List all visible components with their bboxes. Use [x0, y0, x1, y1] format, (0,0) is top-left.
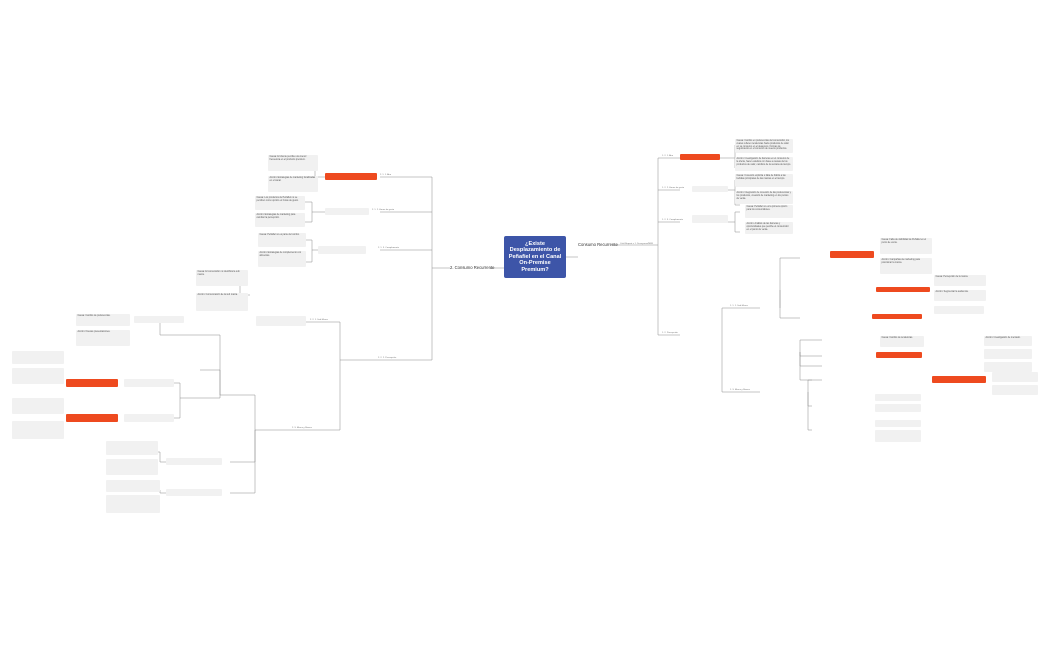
left-note-6b: Acción: Nuevas presentaciones.: [76, 330, 130, 346]
right-note-2a: Causa: Conexión explícita o falta de háb…: [735, 174, 793, 187]
right-note-6d: [984, 362, 1032, 372]
central-topic[interactable]: ¿Existe Desplazamiento de Peñafiel en el…: [504, 236, 566, 278]
left-item-2-label: 2. 1. 2. Horas de gusto: [372, 209, 395, 211]
right-note-2b: Acción: Integración de conexión de las p…: [735, 191, 793, 204]
left-node-2[interactable]: [325, 208, 369, 215]
left-note-7a: [12, 351, 64, 364]
right-note-4a: Causa: Falta de visibilidad de Peñafiel …: [880, 238, 932, 254]
left-branch-label[interactable]: 2. Consumo Recurrente: [450, 265, 495, 270]
right-item-5-label: 1. 2. Percepción: [662, 332, 678, 334]
left-item-1-label: 2. 1. 1. Aho: [380, 174, 392, 176]
right-note-3a: Causa: Peñafiel no es la primera opción …: [745, 205, 793, 218]
right-item-1-label: 1. 2. 1. Aho: [662, 155, 674, 157]
right-highlight-node-1[interactable]: [680, 154, 720, 160]
left-highlight-node-3[interactable]: [66, 414, 118, 422]
left-node-4[interactable]: [256, 316, 306, 326]
right-note-7a: [875, 394, 921, 401]
left-note-7b: [12, 368, 64, 384]
right-note-5c: [934, 306, 984, 314]
left-highlight-node-1[interactable]: [325, 173, 377, 180]
right-item-6-label: 1. 3. Marca y Bienes: [730, 389, 750, 391]
right-branch-label[interactable]: Consumo Recurrente: [578, 242, 618, 247]
left-note-9a: [106, 441, 158, 455]
left-node-6[interactable]: [134, 316, 184, 323]
right-node-3[interactable]: [692, 215, 728, 223]
right-note-1a: Causa: Cambio en preferencias del consum…: [735, 139, 793, 153]
left-node-9[interactable]: [166, 458, 222, 465]
right-note-5a: Causa: Percepción de la marca.: [934, 275, 986, 286]
right-highlight-node-4[interactable]: [872, 314, 922, 319]
right-node-2[interactable]: [692, 186, 728, 192]
left-note-9b: [106, 459, 158, 475]
left-highlight-node-2[interactable]: [66, 379, 118, 387]
left-node-10[interactable]: [166, 489, 222, 496]
right-note-7b: [875, 404, 921, 412]
right-item-4-label: 1. 1. 1. Sub Marca: [730, 305, 748, 307]
left-note-6a: Causa: Cambio de preferencias.: [76, 314, 130, 326]
right-highlight-node-6[interactable]: [932, 376, 986, 383]
left-note-10b: [106, 495, 160, 513]
left-note-2a: Causa: Los productos de Peñafiel no se p…: [255, 196, 305, 210]
right-note-1b: Acción: Investigación de barreras en el …: [735, 157, 793, 171]
left-item-3-label: 2. 1. 3. Complemento: [378, 247, 399, 249]
right-note-4b: Acción: Campañas de marketing para posic…: [880, 258, 932, 274]
left-note-4a: Causa: El consumidor no identifica la su…: [196, 270, 248, 286]
left-note-1b: Acción: Estrategias de marketing focaliz…: [268, 176, 318, 192]
left-note-10a: [106, 480, 160, 492]
left-note-2b: Acción: Estrategias de marketing para ca…: [255, 213, 305, 227]
left-item-4-label: 2. 2. 1. Sub Marca: [310, 319, 328, 321]
left-node-3[interactable]: [318, 246, 366, 254]
left-note-3a: Causa: Peñafiel no es parte del combo.: [258, 233, 306, 247]
right-note-6a: Causa: Cambio de tendencias.: [880, 336, 924, 347]
right-highlight-node-3[interactable]: [876, 287, 930, 292]
right-note-6f: [992, 385, 1038, 395]
left-note-1a: Causa: El cliente percibe una menor frec…: [268, 155, 318, 171]
right-note-6c: [984, 349, 1032, 359]
left-note-3b: Acción: Estrategias de complemento con a…: [258, 251, 306, 267]
right-highlight-node-5[interactable]: [876, 352, 922, 358]
left-item-6-label: 2. 3. Marca y Bienes: [292, 427, 312, 429]
right-branch-sub: Cold Repeat = 1. Desayunar/MFR: [620, 243, 654, 245]
right-item-2-label: 1. 2. 2. Horas de gusto: [662, 187, 685, 189]
left-note-8b: [12, 421, 64, 439]
right-note-7c: [875, 420, 921, 427]
right-note-7d: [875, 430, 921, 442]
left-note-8a: [12, 398, 64, 414]
right-highlight-node-2[interactable]: [830, 251, 874, 258]
left-node-8[interactable]: [124, 414, 174, 422]
right-item-3-label: 1. 2. 3. Complemento: [662, 219, 683, 221]
left-note-4b: Acción: Comunicación de la sub marca.: [196, 293, 248, 311]
right-note-6b: Acción: Investigación de mercado.: [984, 336, 1032, 346]
left-node-7[interactable]: [124, 379, 174, 387]
right-note-5b: Acción: Segmentar la audiencia.: [934, 290, 986, 301]
right-note-6e: [992, 372, 1038, 382]
left-item-5-label: 2. 2. 2. Percepción: [378, 357, 397, 359]
right-note-3b: Acción: Análisis de las barreras y oport…: [745, 222, 793, 234]
